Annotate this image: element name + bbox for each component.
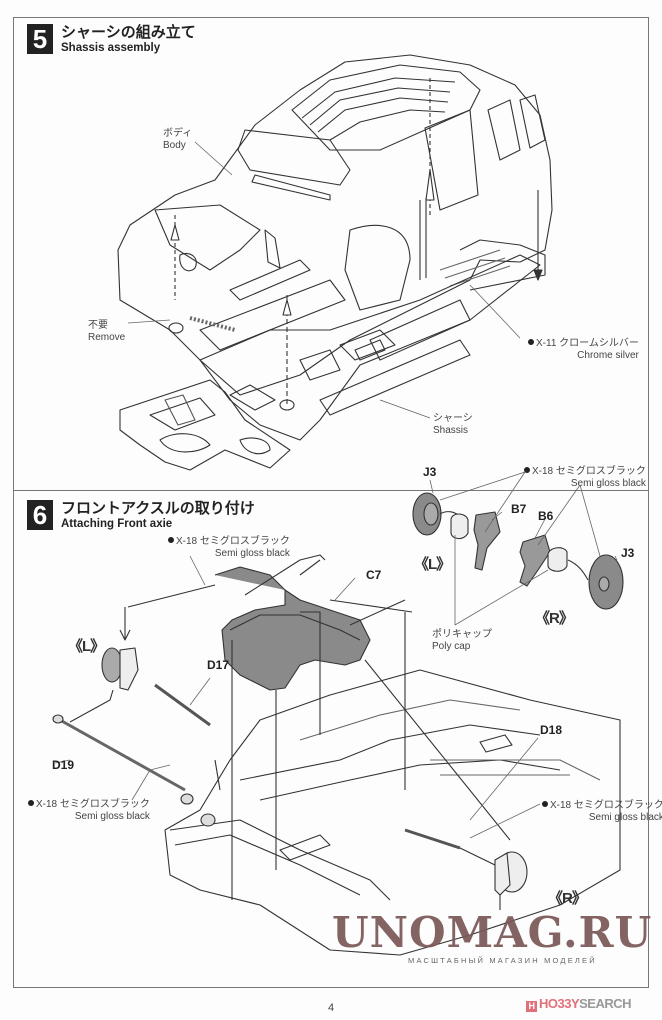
- paint-name-en: Semi gloss black: [588, 812, 662, 823]
- callout-polycap-jp: ポリキャップ: [432, 629, 492, 640]
- paint-name-en: Semi gloss black: [74, 811, 150, 822]
- paint-code: X-18 セミグロスブラック: [532, 466, 646, 477]
- part-label-b6: B6: [538, 509, 554, 523]
- callout-body: ボディ Body: [163, 128, 192, 152]
- part-label-d17: D17: [207, 658, 230, 672]
- callout-paint-right: X-18 セミグロスブラック Semi gloss black: [542, 800, 662, 824]
- watermark-subtitle: МАСШТАБНЫЙ МАГАЗИН МОДЕЛЕЙ: [408, 956, 597, 965]
- step-title-jp: フロントアクスルの取り付け: [61, 500, 255, 517]
- callout-paint-crossmember: X-18 セミグロスブラック Semi gloss black: [168, 536, 290, 560]
- callout-poly-cap: ポリキャップ Poly cap: [432, 629, 492, 653]
- side-marker-right-main: 《R》: [548, 890, 587, 907]
- paint-code: X-11 クロームシルバー: [536, 338, 639, 349]
- step-number-badge: 5: [27, 24, 53, 54]
- page-frame: [13, 17, 649, 988]
- side-marker-right-detail: 《R》: [535, 610, 574, 627]
- paint-code: X-18 セミグロスブラック: [176, 536, 290, 547]
- chassis-drawing: [119, 254, 541, 471]
- callout-body-jp: ボディ: [163, 128, 193, 139]
- paint-dot-icon: [524, 467, 530, 473]
- part-label-d19: D19: [52, 758, 75, 772]
- logo-word: SEARCH: [579, 996, 632, 1011]
- side-marker-left-main: 《L》: [68, 638, 105, 655]
- part-label-c7: C7: [366, 568, 382, 582]
- paint-code: X-18 セミグロスブラック: [36, 799, 150, 810]
- hub-detail-drawing: [412, 492, 624, 610]
- paint-name-en: Semi gloss black: [570, 478, 646, 489]
- callout-body-en: Body: [163, 140, 186, 151]
- watermark-title: UNOMAG.RU: [332, 908, 653, 957]
- paint-dot-icon: [28, 800, 34, 806]
- callout-polycap-en: Poly cap: [432, 641, 471, 652]
- step-5-heading: 5 シャーシの組み立て Shassis assembly: [27, 24, 196, 55]
- callout-remove-en: Remove: [88, 332, 126, 343]
- callout-remove-jp: 不要: [88, 320, 108, 331]
- callout-chrome-silver: X-11 クロームシルバー Chrome silver: [528, 338, 639, 362]
- callout-chassis-jp: シャーシ: [433, 413, 473, 424]
- step-divider: [13, 490, 649, 491]
- step-6-heading: 6 フロントアクスルの取り付け Attaching Front axie: [27, 500, 255, 531]
- part-label-j3-left: J3: [423, 465, 437, 479]
- car-body-drawing: [117, 54, 553, 405]
- hobby-search-logo-icon: H: [526, 1001, 537, 1012]
- step-title-en: Attaching Front axie: [61, 518, 173, 530]
- step-title-jp: シャーシの組み立て: [61, 24, 196, 41]
- logo-brand: HO33Y: [539, 996, 580, 1011]
- paint-dot-icon: [168, 537, 174, 543]
- step-number-badge: 6: [27, 500, 53, 530]
- callout-paint-hubs: X-18 セミグロスブラック Semi gloss black: [524, 466, 646, 490]
- part-label-b7: B7: [511, 502, 527, 516]
- paint-name-en: Chrome silver: [577, 350, 639, 361]
- paint-code: X-18 セミグロスブラック: [550, 800, 662, 811]
- callout-chassis: シャーシ Shassis: [433, 413, 473, 437]
- page-number: 4: [328, 1002, 335, 1014]
- paint-dot-icon: [528, 339, 534, 345]
- step-title-en: Shassis assembly: [61, 42, 161, 54]
- part-label-j3-right: J3: [621, 546, 635, 560]
- side-marker-left-detail: 《L》: [414, 556, 451, 573]
- callout-chassis-en: Shassis: [433, 425, 469, 436]
- paint-name-en: Semi gloss black: [214, 548, 290, 559]
- callout-paint-left: X-18 セミグロスブラック Semi gloss black: [28, 799, 150, 823]
- front-axle-drawing: [52, 554, 621, 956]
- part-label-d18: D18: [540, 723, 563, 737]
- callout-remove: 不要 Remove: [88, 320, 125, 344]
- paint-dot-icon: [542, 801, 548, 807]
